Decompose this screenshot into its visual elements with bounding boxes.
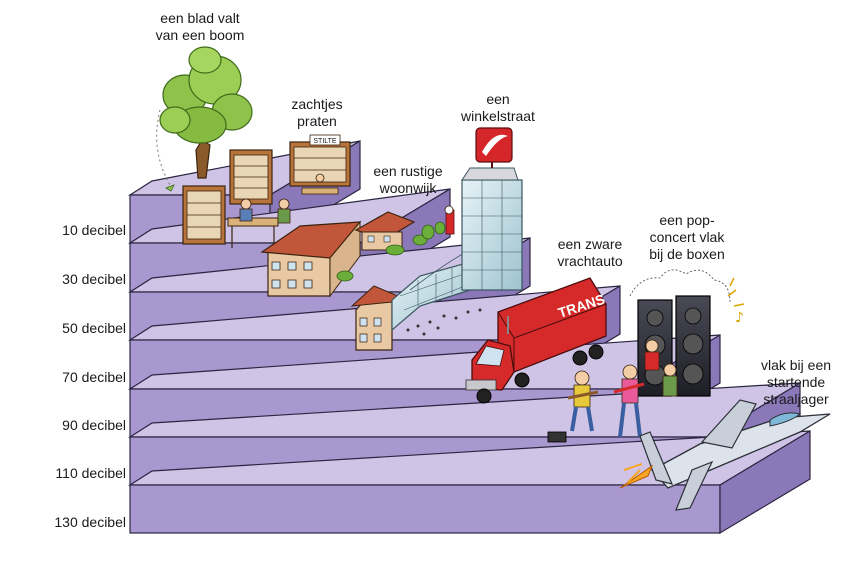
library-sign: STILTE — [313, 138, 337, 145]
row-houses-icon — [260, 211, 428, 298]
level-label-50db: 50 decibel — [62, 320, 126, 336]
level-label-30db: 30 decibel — [62, 271, 126, 287]
band-musicians-icon — [547, 339, 678, 443]
caption-whisper: zachtjes praten — [291, 96, 343, 129]
level-label-10db: 10 decibel — [62, 222, 126, 238]
caption-leaf: een blad valt van een boom — [155, 10, 245, 43]
caption-concert: een pop- concert vlak bij de boxen — [649, 212, 725, 262]
park-trees-icon — [421, 221, 446, 240]
caption-truck: een zware vrachtauto — [557, 236, 623, 269]
caption-jet: vlak bij een startende straaljager — [760, 357, 832, 407]
level-label-110db: 110 decibel — [55, 465, 126, 481]
concert-speakers-icon: ♪ — [629, 269, 745, 397]
tree-icon — [156, 46, 253, 192]
shopping-street-icon — [350, 127, 523, 351]
level-label-130db: 130 decibel — [54, 514, 126, 530]
caption-suburb: een rustige woonwijk — [373, 163, 443, 196]
truck-icon: TRANS — [465, 277, 607, 404]
step-front-face — [129, 484, 721, 534]
step-side-face — [719, 429, 811, 535]
library-bookshelves-icon: STILTE — [182, 134, 351, 248]
fighter-jet-icon — [619, 399, 831, 511]
level-label-90db: 90 decibel — [62, 417, 126, 433]
caption-street: een winkelstraat — [461, 91, 535, 124]
level-label-70db: 70 decibel — [62, 369, 126, 385]
svg-text:♪: ♪ — [735, 310, 744, 326]
